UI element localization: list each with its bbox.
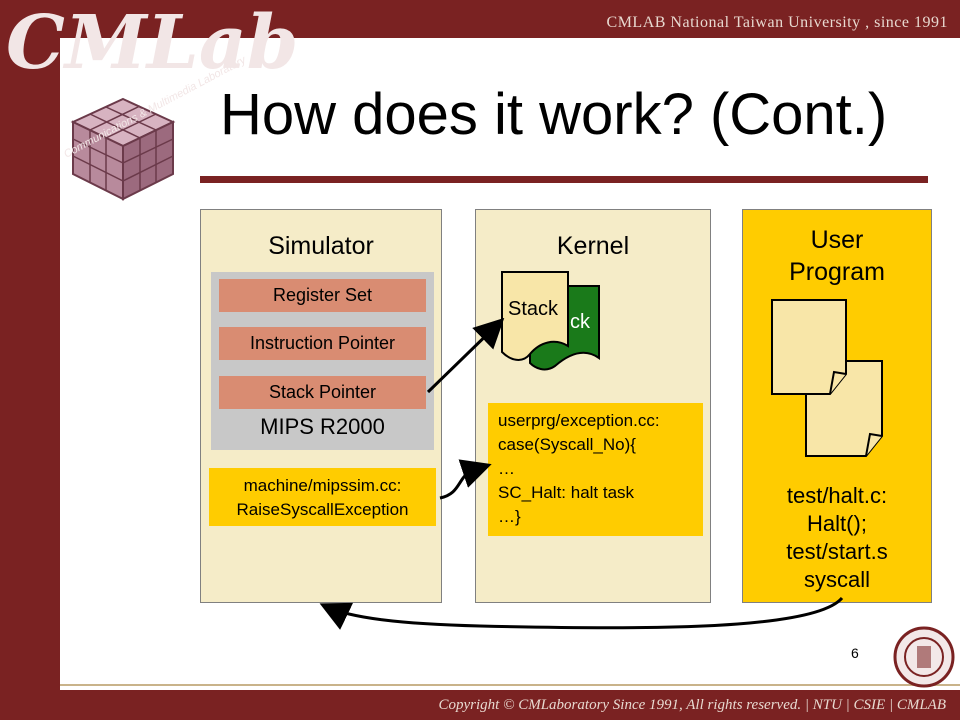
code-line: …}	[498, 507, 521, 526]
cube-logo-icon	[70, 97, 176, 201]
exception-arrow	[439, 459, 492, 500]
simulator-code-box: machine/mipssim.cc: RaiseSyscallExceptio…	[209, 468, 436, 526]
code-line: userprg/exception.cc:	[498, 411, 660, 430]
header-bar	[0, 0, 960, 38]
code-line: syscall	[803, 567, 870, 592]
title-underline	[200, 176, 928, 183]
code-line: RaiseSyscallException	[236, 500, 409, 519]
code-line: Halt();	[807, 511, 867, 536]
user-program-title: User Program	[789, 226, 885, 286]
syscall-return-arrow	[319, 596, 844, 630]
header-credit: CMLAB National Taiwan University , since…	[606, 14, 948, 31]
footer-copyright: Copyright © CMLaboratory Since 1991, All…	[438, 697, 946, 713]
kernel-code-box: userprg/exception.cc: case(Syscall_No){ …	[488, 403, 703, 536]
instruction-pointer-label: Instruction Pointer	[219, 327, 426, 360]
footer-bar	[0, 690, 960, 720]
code-line: test/start.s	[786, 539, 888, 564]
source-files-icon	[771, 299, 883, 457]
code-line: …	[498, 459, 515, 478]
kernel-title: Kernel	[556, 232, 630, 260]
stack-pointer-arrow	[426, 317, 505, 394]
footer-divider	[60, 684, 960, 686]
simulator-title: Simulator	[268, 232, 374, 260]
cpu-label: MIPS R2000	[260, 414, 385, 439]
code-line: test/halt.c:	[786, 483, 888, 508]
page-title: How does it work? (Cont.)	[220, 82, 888, 147]
stack-front-label: Stack	[508, 298, 559, 320]
stack-back-label: ck	[570, 311, 590, 333]
stack-pointer-label: Stack Pointer	[219, 376, 426, 409]
code-line: SC_Halt: halt task	[498, 483, 635, 502]
code-line: machine/mipssim.cc:	[243, 476, 402, 495]
stack-pages-icon	[501, 271, 600, 371]
register-set-label: Register Set	[219, 279, 426, 312]
page-marker: 6	[851, 645, 859, 661]
user-code-text: test/halt.c: Halt(); test/start.s syscal…	[742, 482, 932, 594]
code-line: case(Syscall_No){	[498, 435, 636, 454]
left-sidebar-bar	[0, 0, 60, 720]
logo-text: CMLab	[6, 0, 299, 86]
university-seal-icon	[893, 626, 955, 688]
